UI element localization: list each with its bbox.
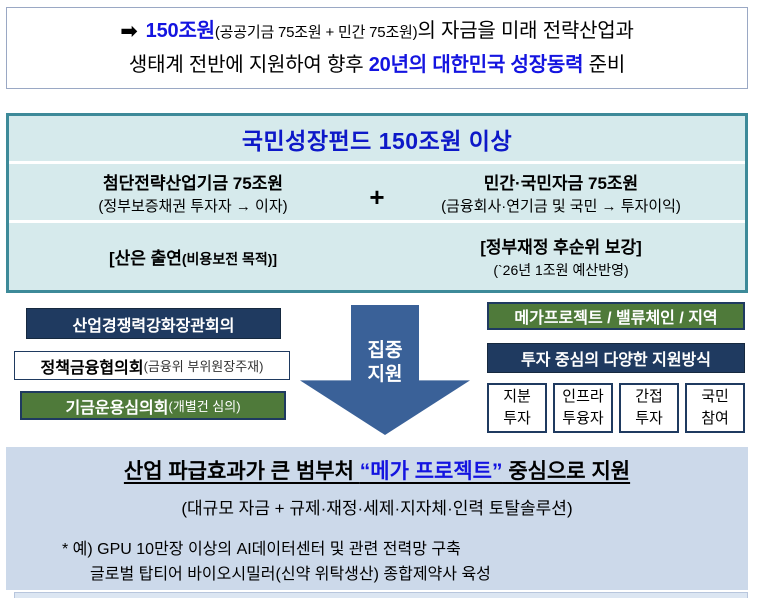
bottom-examples: * 예) GPU 10만장 이상의 AI데이터센터 및 관련 전력망 구축 글로… — [6, 537, 748, 587]
investment-cell-indirect[interactable]: 간접 투자 — [619, 383, 679, 433]
fund-right-subtext: (금융회사·연기금 및 국민 → 투자이익) — [441, 197, 681, 215]
fund-column-left: 첨단전략산업기금 75조원 (정부보증채권 투자자 → 이자) [산은 출연(비… — [9, 164, 377, 290]
investment-type-grid: 지분 투자 인프라 투융자 간접 투자 국민 참여 — [487, 383, 745, 433]
fund-left-bottom-cell: [산은 출연(비용보전 목적)] — [9, 223, 377, 290]
target-method-label: 투자 중심의 다양한 지원방식 — [521, 352, 711, 369]
fund-left-strong-paren: (비용보전 목적)] — [181, 251, 278, 267]
right-arrow-icon: ➡ — [120, 20, 138, 43]
investment-cell-public[interactable]: 국민 참여 — [685, 383, 745, 433]
fund-left-subtext: (정부보증채권 투자자 → 이자) — [98, 197, 288, 215]
investment-cell-public-line-1: 국민 — [701, 388, 729, 405]
fund-left-heading: 첨단전략산업기금 75조원 — [102, 173, 284, 193]
fund-panel-title: 국민성장펀드 150조원 이상 — [9, 116, 745, 164]
governance-box-ministers[interactable]: 산업경쟁력강화장관회의 — [26, 308, 281, 339]
down-arrow-icon: 집중 지원 — [300, 305, 470, 435]
bottom-panel: 산업 파급효과가 큰 범부처 “메가 프로젝트” 중심으로 지원 (대규모 자금… — [6, 447, 748, 590]
investment-cell-equity[interactable]: 지분 투자 — [487, 383, 547, 433]
arrow-label-line-1: 집중 — [367, 340, 403, 361]
investment-cell-indirect-line-2: 투자 — [635, 410, 663, 427]
summary-line-1-tail: 의 자금을 미래 전략산업과 — [417, 20, 634, 42]
summary-line-2-pre: 생태계 전반에 지원하여 향후 — [128, 54, 369, 76]
investment-cell-indirect-line-1: 간접 — [635, 388, 663, 405]
fund-right-note: (`26년 1조원 예산반영) — [493, 262, 629, 278]
governance-ministers-label: 산업경쟁력강화장관회의 — [72, 317, 235, 335]
fund-left-strong: [산은 출연(비용보전 목적)] — [109, 244, 277, 269]
investment-cell-public-line-2: 참여 — [701, 410, 729, 427]
governance-box-fund-committee[interactable]: 기금운용심의회(개별건 심의) — [20, 391, 286, 420]
summary-highlight: 20년의 대한민국 성장동력 — [368, 54, 584, 76]
summary-breakdown: (공공기금 75조원 + 민간 75조원) — [214, 24, 418, 41]
next-panel-stub — [14, 592, 748, 598]
bottom-headline-tail: 중심으로 지원 — [502, 460, 631, 483]
concentrated-support-arrow: 집중 지원 — [300, 305, 470, 435]
fund-right-heading: 민간·국민자금 75조원 — [483, 173, 639, 193]
fund-left-top-cell: 첨단전략산업기금 75조원 (정부보증채권 투자자 → 이자) — [9, 164, 377, 223]
investment-cell-equity-line-1: 지분 — [503, 388, 531, 405]
bottom-headline-highlight: “메가 프로젝트” — [359, 460, 503, 483]
governance-policy-label: 정책금융협의회 — [40, 359, 144, 377]
summary-line-2: 생태계 전반에 지원하여 향후 20년의 대한민국 성장동력 준비 — [129, 49, 625, 81]
plus-operator-icon: + — [365, 184, 389, 210]
bottom-example-line-1: * 예) GPU 10만장 이상의 AI데이터센터 및 관련 전력망 구축 — [62, 541, 461, 558]
target-mega-label: 메가프로젝트 / 밸류체인 / 지역 — [514, 310, 718, 327]
fund-columns: 첨단전략산업기금 75조원 (정부보증채권 투자자 → 이자) [산은 출연(비… — [9, 164, 745, 290]
summary-line-2-tail: 준비 — [583, 54, 626, 76]
investment-cell-infra[interactable]: 인프라 투융자 — [553, 383, 613, 433]
bottom-headline-pre: 산업 파급효과가 큰 범부처 — [123, 460, 360, 483]
summary-callout-box: ➡ 150조원(공공기금 75조원 + 민간 75조원)의 자금을 미래 전략산업… — [6, 7, 748, 89]
investment-cell-infra-line-1: 인프라 — [562, 388, 604, 405]
fund-left-strong-main: [산은 출연 — [108, 249, 182, 268]
arrow-label: 집중 지원 — [368, 339, 403, 387]
fund-right-strong: [정부재정 후순위 보강] — [480, 238, 642, 257]
investment-cell-equity-line-2: 투자 — [503, 410, 531, 427]
bottom-subtext: (대규모 자금 + 규제·재정·세제·지자체·인력 토탈솔루션) — [181, 499, 573, 518]
summary-amount: 150조원 — [145, 20, 215, 42]
governance-policy-paren: (금융위 부위원장주재) — [143, 359, 264, 374]
fund-right-bottom-cell: [정부재정 후순위 보강] (`26년 1조원 예산반영) — [377, 223, 745, 290]
fund-right-top-cell: 민간·국민자금 75조원 (금융회사·연기금 및 국민 → 투자이익) — [377, 164, 745, 223]
fund-column-right: 민간·국민자금 75조원 (금융회사·연기금 및 국민 → 투자이익) [정부재… — [377, 164, 745, 290]
target-box-support-method[interactable]: 투자 중심의 다양한 지원방식 — [487, 343, 745, 373]
investment-cell-infra-line-2: 투융자 — [562, 410, 604, 427]
arrow-label-line-2: 지원 — [367, 364, 403, 385]
governance-fundcom-label: 기금운용심의회 — [65, 399, 169, 417]
target-box-mega-project[interactable]: 메가프로젝트 / 밸류체인 / 지역 — [487, 302, 745, 330]
governance-fundcom-paren: (개별건 심의) — [168, 399, 241, 414]
mid-section: 산업경쟁력강화장관회의 정책금융협의회(금융위 부위원장주재) 기금운용심의회(… — [0, 297, 760, 445]
governance-box-policy-council[interactable]: 정책금융협의회(금융위 부위원장주재) — [14, 351, 290, 380]
bottom-headline: 산업 파급효과가 큰 범부처 “메가 프로젝트” 중심으로 지원 — [6, 455, 748, 485]
fund-panel: 국민성장펀드 150조원 이상 첨단전략산업기금 75조원 (정부보증채권 투자… — [6, 113, 748, 293]
summary-line-1: ➡ 150조원(공공기금 75조원 + 민간 75조원)의 자금을 미래 전략산업… — [120, 15, 634, 49]
bottom-example-line-2: 글로벌 탑티어 바이오시밀러(신약 위탁생산) 종합제약사 육성 — [90, 566, 491, 583]
